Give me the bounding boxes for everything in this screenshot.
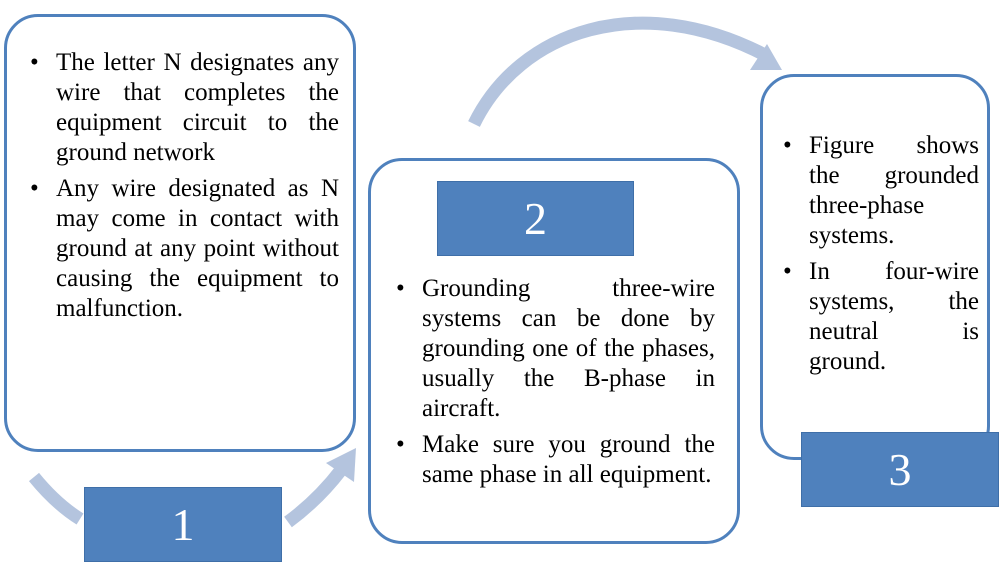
bullet-icon: • <box>396 431 405 458</box>
step-1-number-badge: 1 <box>84 487 282 562</box>
step-3-card: • Figure shows the grounded three-phase s… <box>760 74 990 460</box>
arrow-left-segment <box>28 472 84 525</box>
bullet-text: Figure shows the grounded three-phase sy… <box>809 132 979 249</box>
arrow-2-to-3 <box>468 16 768 127</box>
bullet-icon: • <box>783 132 792 159</box>
list-item: • Make sure you ground the same phase in … <box>396 430 715 490</box>
step-1-bullets: • The letter N designates any wire that c… <box>30 48 339 330</box>
list-item: • In four-wire systems, the neutral is gr… <box>783 257 979 377</box>
list-item: • Any wire designated as N may come in co… <box>30 174 339 324</box>
arrow-1-to-2 <box>284 466 347 528</box>
step-1-card: • The letter N designates any wire that c… <box>4 14 356 452</box>
bullet-text: The letter N designates any wire that co… <box>56 49 339 166</box>
bullet-icon: • <box>30 175 39 202</box>
bullet-text: Any wire designated as N may come in con… <box>56 175 339 322</box>
list-item: • Grounding three-wire systems can be don… <box>396 274 715 424</box>
arrowhead-1-to-2 <box>326 448 356 482</box>
step-2-bullets: • Grounding three-wire systems can be don… <box>396 274 715 496</box>
list-item: • The letter N designates any wire that c… <box>30 48 339 168</box>
bullet-text: In four-wire systems, the neutral is gro… <box>809 258 979 375</box>
list-item: • Figure shows the grounded three-phase s… <box>783 131 979 251</box>
bullet-text: Grounding three-wire systems can be done… <box>422 275 715 422</box>
bullet-icon: • <box>783 258 792 285</box>
bullet-text: Make sure you ground the same phase in a… <box>422 431 715 488</box>
step-2-number-badge: 2 <box>437 181 634 256</box>
bullet-icon: • <box>396 275 405 302</box>
arrowhead-2-to-3 <box>750 44 782 70</box>
step-3-bullets: • Figure shows the grounded three-phase s… <box>783 131 979 383</box>
bullet-icon: • <box>30 49 39 76</box>
step-3-number-badge: 3 <box>801 432 999 507</box>
